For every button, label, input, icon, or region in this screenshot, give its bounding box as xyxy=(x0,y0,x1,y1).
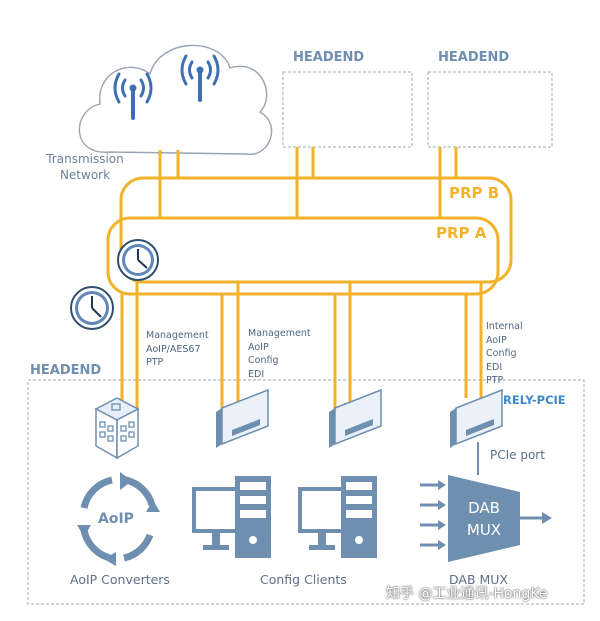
clock-icon xyxy=(70,286,114,330)
caption-aoip-converters: AoIP Converters xyxy=(70,572,170,587)
transmission-network-label: Transmission Network xyxy=(46,152,124,182)
headend-label-2: HEADEND xyxy=(438,50,510,65)
aoip-converter-icon xyxy=(94,397,140,460)
prp-a-label: PRP A xyxy=(436,224,487,242)
dab-drop-labels: Internal AoIP Config EDI PTP xyxy=(486,321,523,386)
caption-config-clients: Config Clients xyxy=(260,572,347,587)
headend-main-box xyxy=(27,379,585,605)
pcie-card-icon xyxy=(450,388,503,448)
dab-mux-text: DAB MUX xyxy=(466,499,502,539)
caption-dab-mux: DAB MUX xyxy=(449,572,509,587)
antenna-icon xyxy=(113,72,153,120)
prp-b-label: PRP B xyxy=(449,184,500,202)
aoip-drop-labels: Management AoIP/AES67 PTP xyxy=(146,330,209,368)
computer-icon xyxy=(192,476,271,558)
headend-main-label: HEADEND xyxy=(30,363,102,378)
pcie-card-icon xyxy=(216,388,269,448)
rely-pcie-label: RELY-PCIE xyxy=(503,393,566,407)
prp-b-ring xyxy=(119,176,513,284)
computer-icon xyxy=(298,476,377,558)
config-drop-labels: Management AoIP Config EDI xyxy=(248,328,311,380)
aoip-icon-label: AoIP xyxy=(98,511,134,527)
headend-label-1: HEADEND xyxy=(293,50,365,65)
pcie-port-label: PCIe port xyxy=(490,448,545,462)
headend-box-1 xyxy=(282,71,413,148)
pcie-card-icon xyxy=(329,388,382,448)
cloud-icon xyxy=(78,44,273,155)
headend-box-2 xyxy=(427,71,553,148)
prp-a-ring xyxy=(106,216,500,296)
clock-icon xyxy=(117,239,159,281)
dab-mux-icon xyxy=(420,475,552,562)
antenna-icon xyxy=(180,54,220,102)
watermark: 知乎 @工业通讯-HongKe xyxy=(386,586,548,602)
